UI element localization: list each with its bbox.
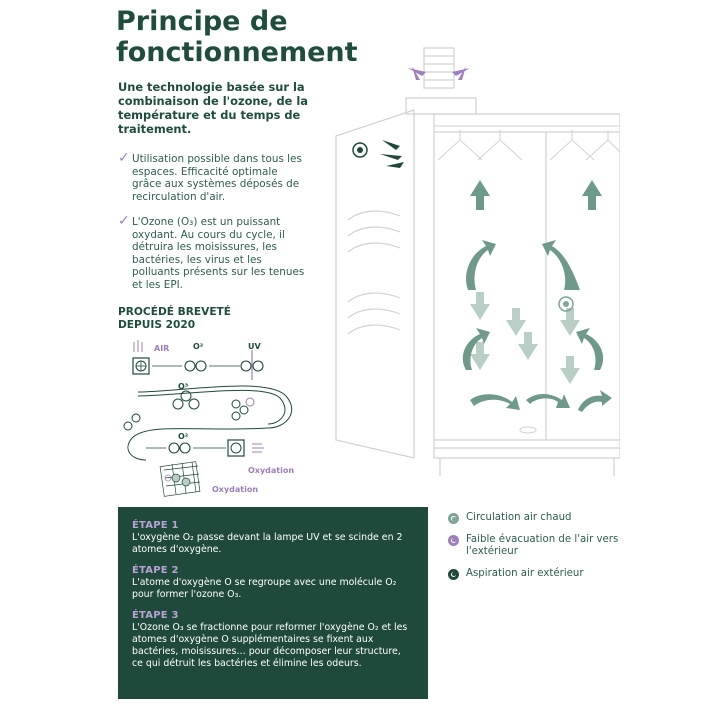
steps-panel: ÉTAPE 1 L'oxygène O₂ passe devant la lam… [118,507,428,699]
o3-molecule-icon [172,390,200,410]
uv-label: UV [248,342,261,351]
title-line-2: fonctionnement [116,37,358,68]
bullet-item: ✓ Utilisation possible dans tous les esp… [118,150,308,203]
patent-line-2: DEPUIS 2020 [118,318,196,331]
down-arrow-icon [470,292,580,384]
exhaust-dot-icon [448,534,459,546]
bacteria-mesh-icon [159,461,201,497]
ozone-process-diagram [123,340,293,497]
o2-top-label: O² [193,342,204,351]
legend: Circulation air chaud Faible évacuation … [448,512,628,589]
hanger-rail [434,125,620,161]
open-door [335,109,415,459]
patent-heading: PROCÉDÉ BREVETÉ DEPUIS 2020 [118,306,278,331]
up-arrow-icon [470,180,602,210]
intake-dot-icon [448,568,459,580]
step-heading: ÉTAPE 1 [132,520,179,531]
step-text: L'oxygène O₂ passe devant la lampe UV et… [132,532,403,555]
uv-lamp-icon [240,350,264,380]
legend-label: Faible évacuation de l'air vers l'extéri… [466,533,619,558]
bullet-text: Utilisation possible dans tous les espac… [132,153,302,203]
page-title: Principe de fonctionnement [116,6,416,68]
warm-air-dot-icon [448,513,459,524]
step-text: L'atome d'oxygène O se regroupe avec une… [132,577,397,600]
intake-arrow-icon [380,140,404,168]
legend-item: Circulation air chaud [448,512,628,525]
exhaust-arrow-icon [408,66,470,80]
legend-label: Circulation air chaud [466,512,572,523]
air-flow-icon [133,340,143,352]
o3-label: O³ [178,382,189,391]
step-text: L'Ozone O₃ se fractionne pour reformer l… [132,622,408,669]
oxydation-label-right: Oxydation [248,466,295,475]
exhaust-flow-icon [252,443,264,453]
bullet-text: L'Ozone (O₃) est un puissant oxydant. Au… [132,216,305,291]
patent-line-1: PROCÉDÉ BREVETÉ [118,306,232,318]
air-label: AIR [154,344,170,353]
oxydation-label-bottom: Oxydation [212,485,259,494]
o-atom-icon [123,413,141,431]
fan-icon [132,357,150,375]
legend-item: Aspiration air extérieur [448,568,628,581]
top-fan-unit [405,47,477,115]
o2-bottom-label: O² [178,432,189,441]
intake-marker-icon [352,142,368,158]
hot-air-arrow-icon [466,240,580,290]
intro-text: Une technologie basée sur la combinaison… [118,80,308,136]
swirl-arrow-icon [462,328,612,412]
o3-molecule-icon [231,397,255,421]
fan-icon [227,439,245,457]
step-heading: ÉTAPE 2 [132,565,179,576]
o2-molecule-icon [168,442,191,454]
bullet-item: ✓ L'Ozone (O₃) est un puissant oxydant. … [118,213,308,292]
o2-molecule-icon [184,360,207,372]
cabinet-illustration [335,47,620,476]
legend-item: Faible évacuation de l'air vers l'extéri… [448,534,628,559]
step-heading: ÉTAPE 3 [132,610,179,621]
check-icon: ✓ [118,213,130,229]
check-icon: ✓ [118,150,130,166]
warm-air-marker-icon [558,296,574,312]
title-line-1: Principe de [116,6,288,37]
legend-label: Aspiration air extérieur [466,567,584,579]
